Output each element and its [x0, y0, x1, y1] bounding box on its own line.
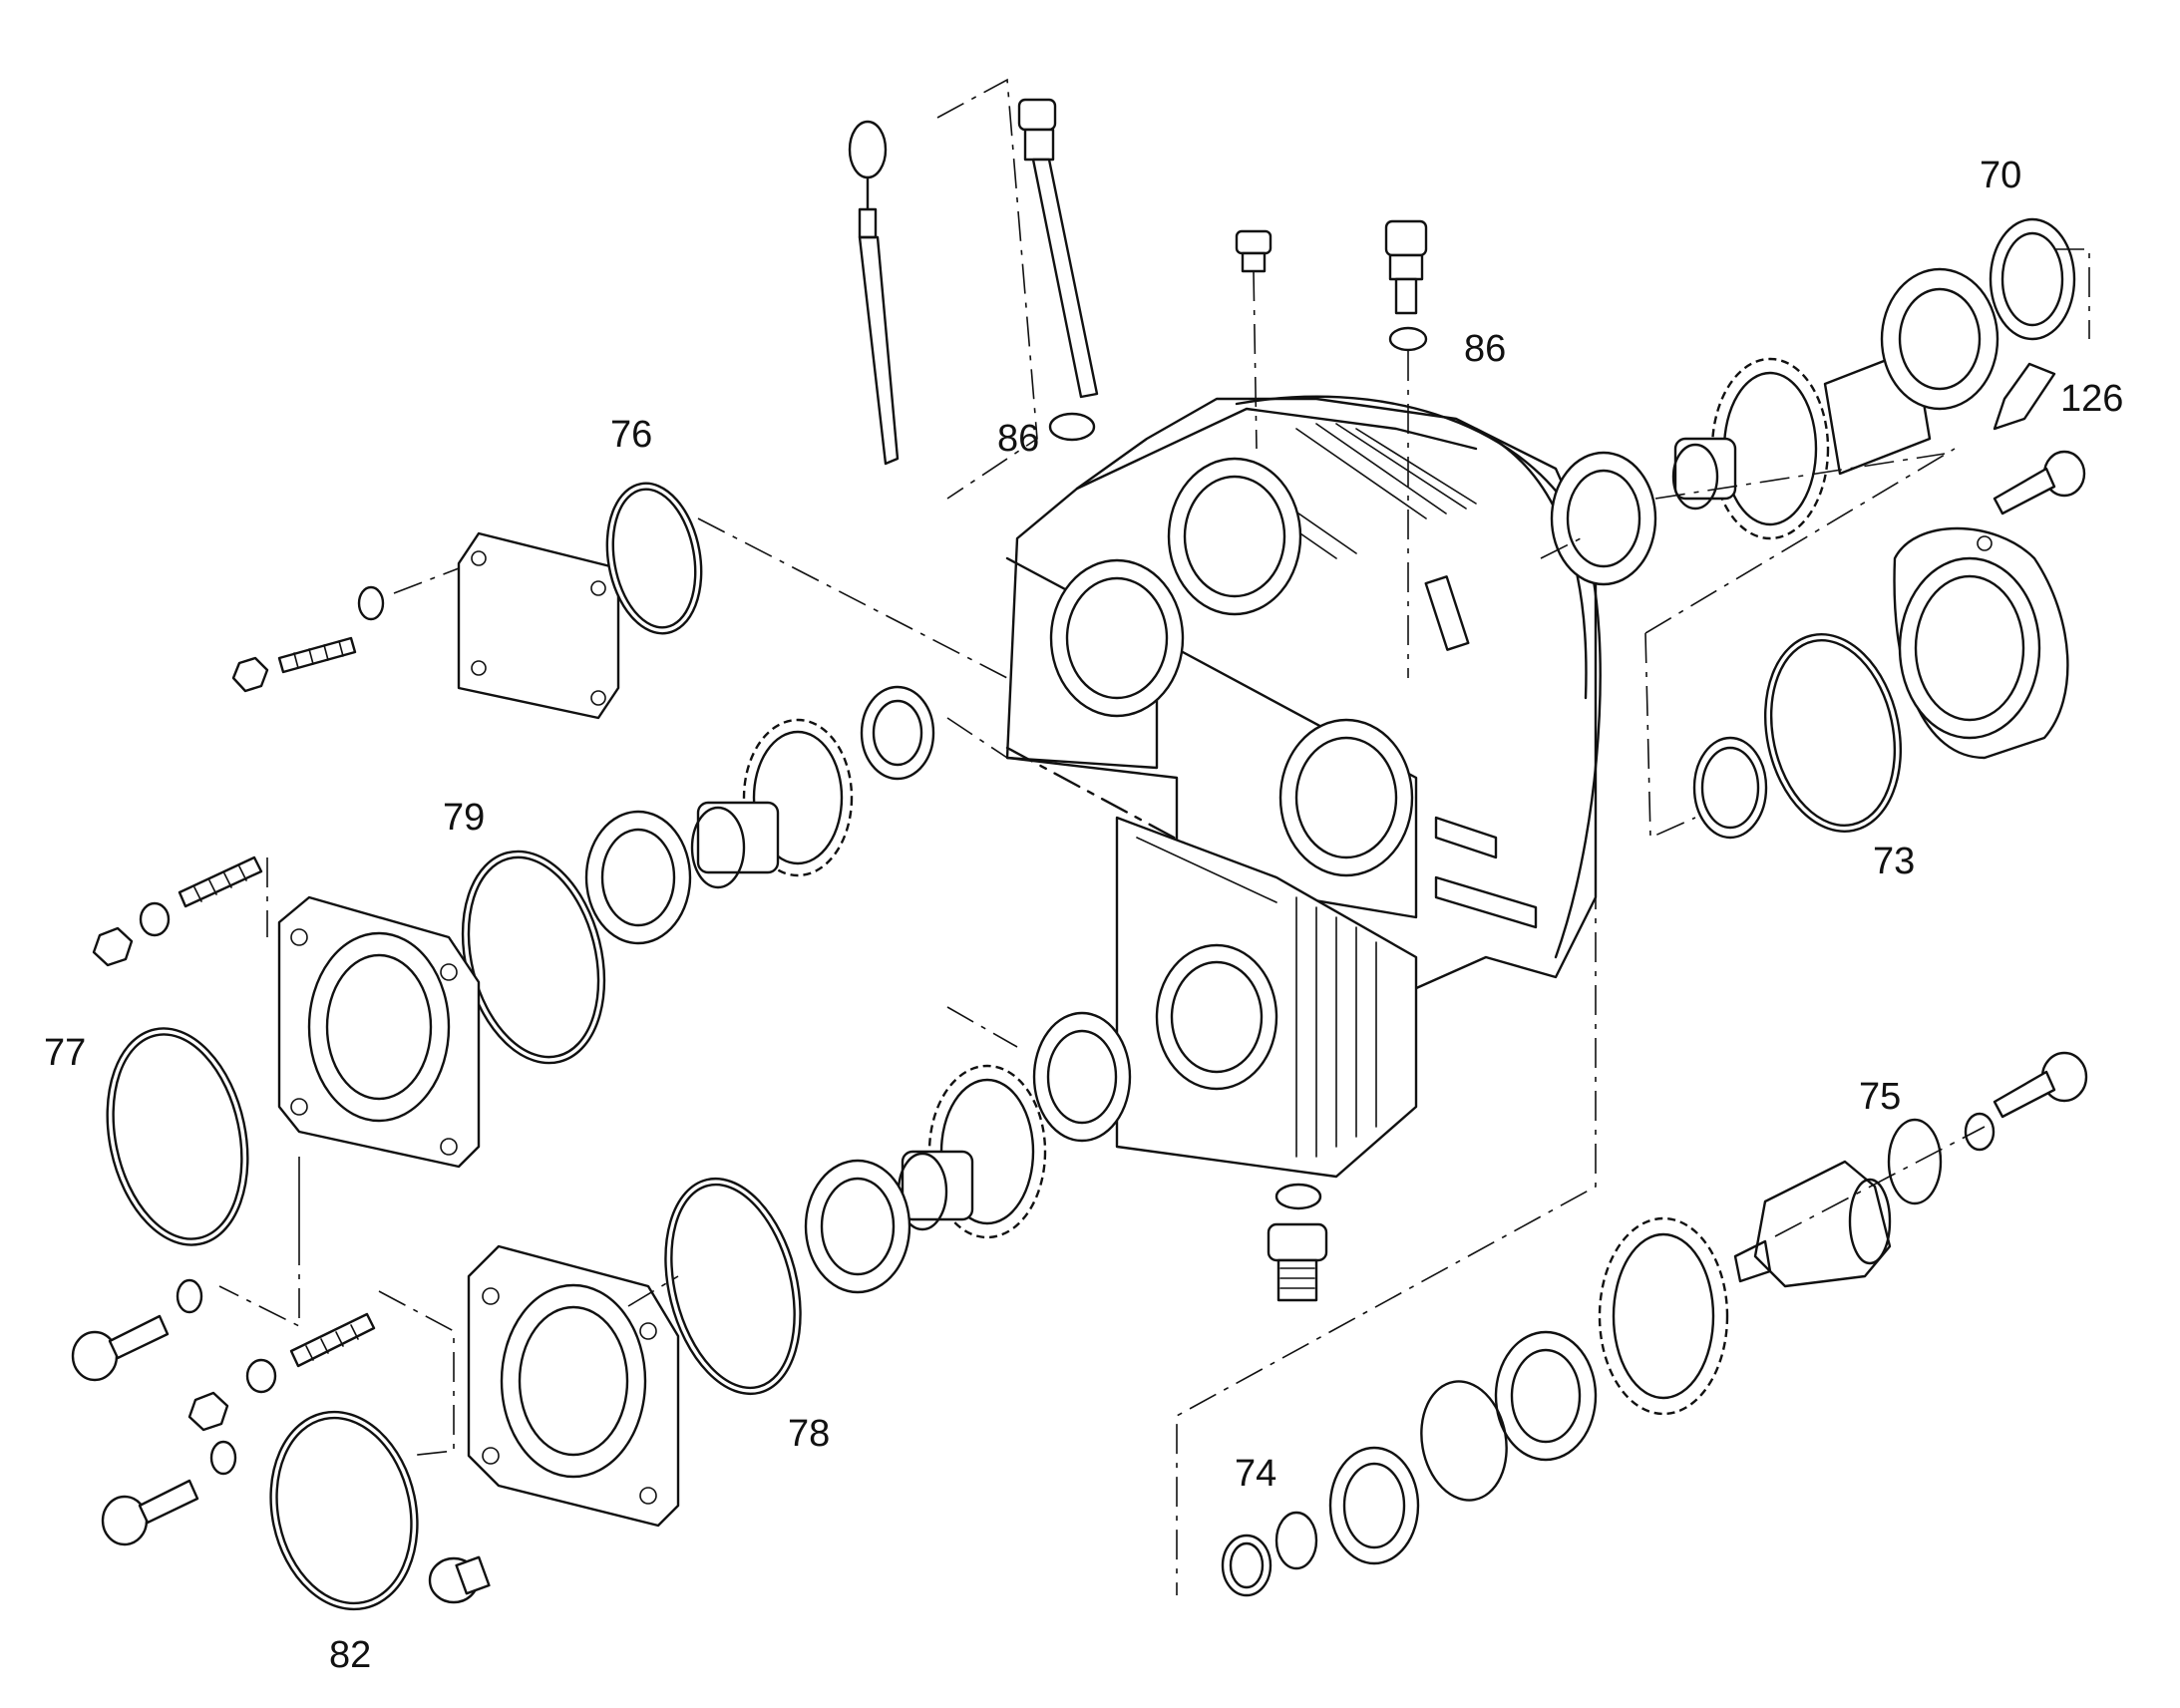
callout-86-top: 86	[1464, 328, 1506, 370]
leader-line	[946, 717, 1008, 759]
bearing-flange-icon	[467, 1244, 680, 1528]
leader-line	[218, 857, 1018, 1328]
input-shaft-icon	[1733, 1160, 1892, 1288]
leader-line	[1176, 668, 1986, 1595]
callout-77: 77	[44, 1032, 86, 1074]
callout-86-left: 86	[997, 418, 1039, 460]
stud-bolt-icon	[178, 855, 263, 908]
o-ring-icon	[1763, 633, 1903, 833]
o-ring-icon	[1048, 412, 1096, 442]
spur-gear-icon	[690, 718, 854, 889]
shaft-seal-icon	[1989, 217, 2076, 341]
hex-nut-icon	[92, 926, 134, 967]
callout-76: 76	[610, 414, 652, 456]
leader-line	[1540, 248, 2090, 559]
breather-valve-icon	[1384, 219, 1428, 678]
dipstick-icon	[848, 120, 900, 466]
washer-icon	[1274, 1511, 1318, 1570]
hex-bolt-icon	[1993, 1051, 2088, 1119]
washer-icon	[139, 901, 171, 937]
bottom-drain-plug-icon	[1267, 1183, 1328, 1302]
callout-73: 73	[1873, 841, 1915, 882]
callout-74: 74	[1235, 1453, 1276, 1495]
spur-gear-icon	[897, 1064, 1047, 1239]
hex-bolt-icon	[71, 1314, 170, 1382]
ball-bearing-icon	[804, 1159, 911, 1294]
spur-gear-icon	[1671, 347, 1932, 540]
ball-bearing-icon	[860, 685, 935, 781]
callout-78: 78	[788, 1413, 830, 1455]
hex-nut-icon	[231, 656, 269, 693]
callout-82: 82	[329, 1634, 371, 1676]
seal-tool-icon	[1993, 362, 2056, 431]
leader-line	[378, 1275, 679, 1457]
stud-bolt-icon	[277, 636, 357, 674]
drain-plug-icon	[428, 1555, 491, 1604]
o-ring-icon	[664, 1177, 802, 1396]
washer-icon	[209, 1440, 237, 1476]
leader-line	[1644, 448, 1956, 840]
washer-icon	[1964, 1112, 1996, 1152]
ball-bearing-icon	[1550, 451, 1657, 586]
stud-bolt-icon	[289, 1312, 376, 1368]
cover-plate-icon	[457, 531, 620, 720]
callout-126: 126	[2060, 378, 2123, 420]
hex-bolt-icon	[101, 1479, 199, 1546]
hex-nut-icon	[187, 1391, 229, 1432]
callout-79: 79	[443, 797, 485, 839]
leader-line	[936, 78, 1038, 500]
washer-icon	[176, 1278, 203, 1314]
snap-ring-icon	[1420, 1380, 1508, 1502]
ball-bearing-icon	[584, 810, 692, 945]
o-ring-icon	[269, 1410, 419, 1611]
drain-plug-icon	[1235, 229, 1272, 450]
ball-bearing-icon	[1328, 1446, 1420, 1565]
bearing-flange-icon	[1893, 526, 2069, 760]
filler-tube-icon	[1017, 98, 1099, 399]
ball-bearing-icon	[1032, 1011, 1132, 1143]
leader-line	[393, 517, 1008, 679]
bearing-race-icon	[1692, 736, 1768, 840]
bearing-race-icon	[1221, 1534, 1272, 1597]
hex-bolt-icon	[1993, 450, 2086, 515]
ball-bearing-icon	[1494, 1330, 1598, 1462]
o-ring-icon	[106, 1027, 249, 1246]
spur-gear-icon	[1598, 1216, 1729, 1416]
callout-70: 70	[1980, 155, 2021, 196]
gearbox-housing-icon	[1005, 395, 1602, 1179]
washer-icon	[357, 585, 385, 621]
o-ring-icon	[605, 482, 703, 635]
callout-75: 75	[1859, 1076, 1901, 1118]
bearing-flange-icon	[277, 895, 481, 1169]
washer-icon	[245, 1358, 277, 1394]
snap-ring-icon	[1887, 1118, 1943, 1205]
ball-bearing-icon	[1880, 267, 1999, 411]
